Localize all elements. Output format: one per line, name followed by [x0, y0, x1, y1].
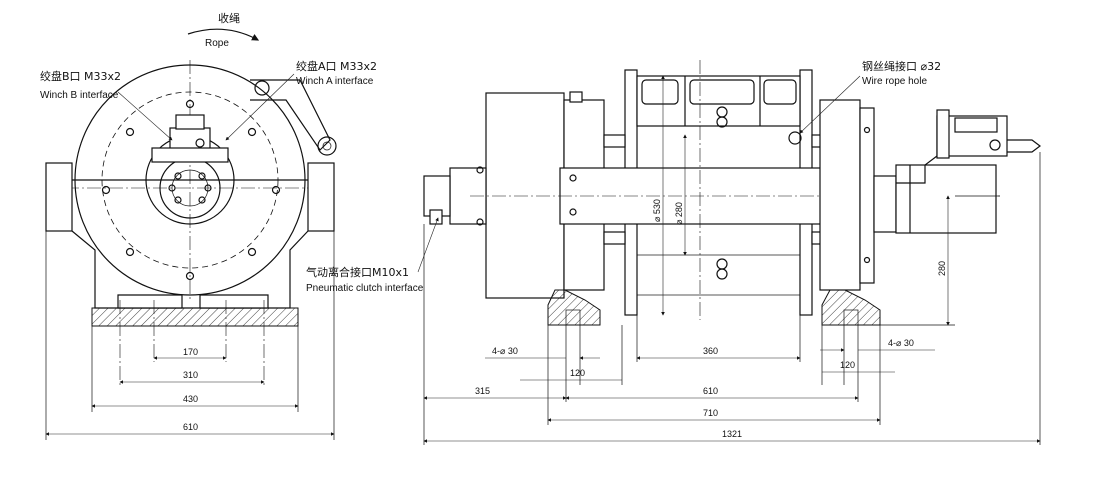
right-foot [821, 289, 881, 326]
dim-120-right: 120 [840, 360, 855, 370]
wire-hole-cn-label: 钢丝绳接口 ⌀32 [862, 59, 941, 73]
valve-plate [151, 147, 229, 163]
side-view: ⌀ 530 ⌀ 280 280 4-⌀ 30 4-⌀ 30 360 [306, 59, 1041, 445]
right-motor [895, 164, 997, 234]
dim-315: 315 [475, 386, 490, 396]
dim-430: 430 [183, 394, 198, 404]
holes-right-label: 4-⌀ 30 [888, 338, 914, 348]
dim-280-height: 280 [937, 261, 947, 276]
pneumatic-en-label: Pneumatic clutch interface [306, 283, 424, 294]
winch-b-cn-label: 绞盘B口 M33x2 [40, 69, 121, 83]
pneumatic-cn-label: 气动离合接口M10x1 [306, 265, 409, 279]
winch-a-en-label: Winch A interface [296, 76, 374, 87]
left-side-flange [45, 162, 73, 232]
dim-310: 310 [183, 370, 198, 380]
dim-170: 170 [183, 347, 198, 357]
dim-280-diameter: ⌀ 280 [674, 202, 684, 225]
wire-hole-en-label: Wire rope hole [862, 76, 927, 87]
winch-a-cn-label: 绞盘A口 M33x2 [296, 59, 377, 73]
right-side-flange [307, 162, 335, 232]
base-plate [91, 307, 299, 327]
front-view: 收绳 Rope [40, 11, 377, 440]
rope-cn-label: 收绳 [218, 11, 240, 25]
dim-360: 360 [703, 346, 718, 356]
dim-530: ⌀ 530 [652, 199, 662, 222]
rope-direction-arrow [187, 28, 260, 41]
brake-arm [250, 79, 331, 151]
right-housing [819, 99, 861, 291]
rope-en-label: Rope [205, 38, 229, 49]
left-foot [547, 289, 601, 326]
wire-rope-hole [788, 131, 802, 145]
holes-left-label: 4-⌀ 30 [492, 346, 518, 356]
left-housing [485, 92, 565, 299]
dim-610-front: 610 [183, 422, 198, 432]
dim-1321: 1321 [722, 429, 742, 439]
dim-120-left: 120 [570, 368, 585, 378]
dim-710: 710 [703, 408, 718, 418]
dim-610-side: 610 [703, 386, 718, 396]
winch-b-en-label: Winch B interface [40, 90, 119, 101]
